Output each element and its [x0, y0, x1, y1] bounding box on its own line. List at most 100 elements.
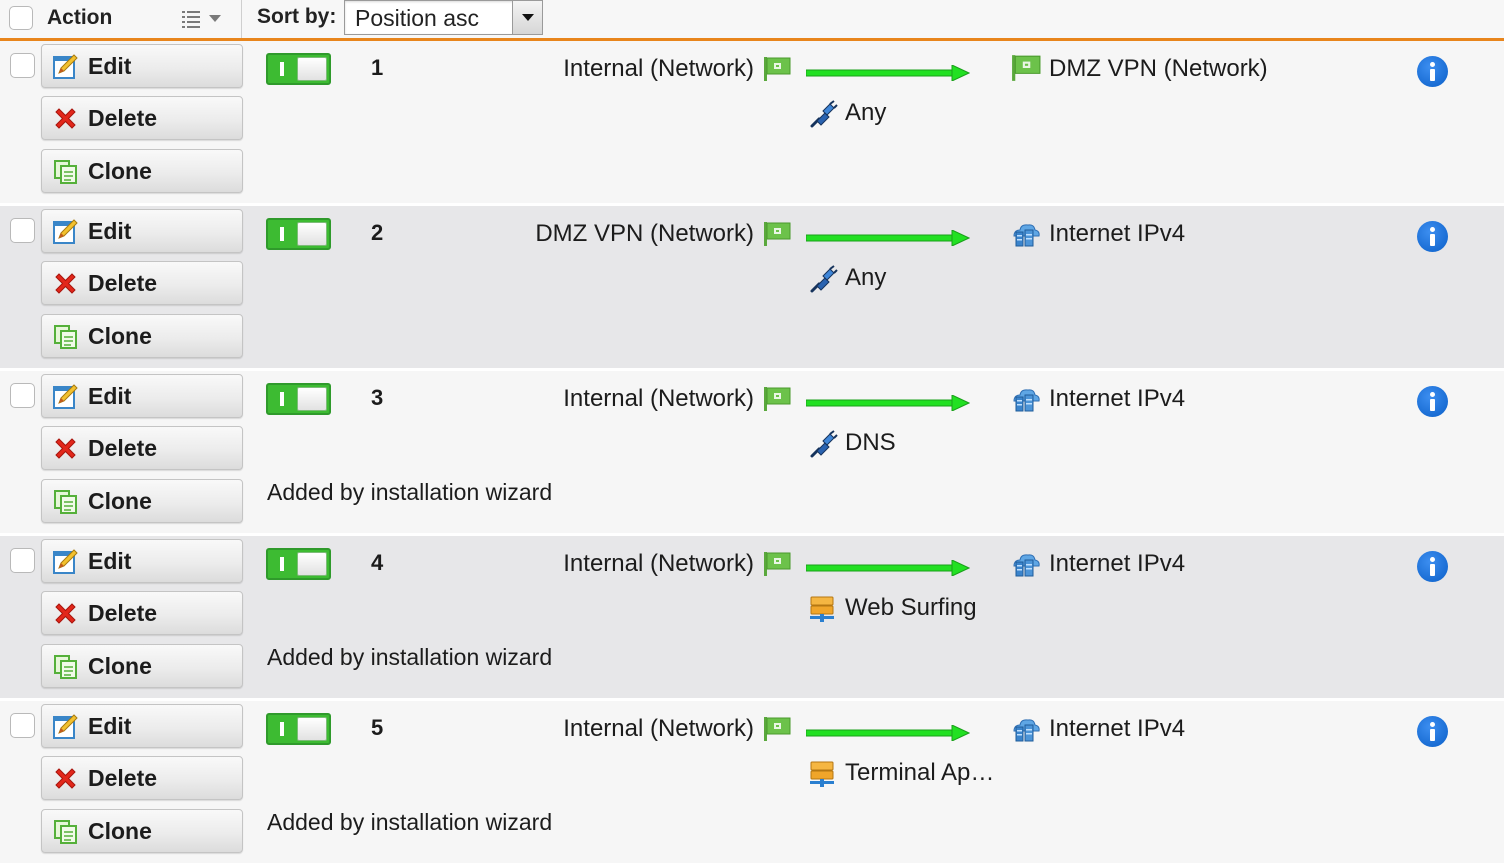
clone-button-label: Clone — [88, 818, 152, 844]
clone-icon — [52, 818, 79, 845]
toggle-knob — [297, 552, 327, 576]
service-plug-icon — [808, 429, 838, 459]
edit-button[interactable]: Edit — [41, 209, 243, 253]
edit-button[interactable]: Edit — [41, 374, 243, 418]
info-icon[interactable] — [1417, 386, 1448, 417]
direction-arrow-icon — [806, 560, 970, 576]
rule-service[interactable]: Web Surfing — [845, 594, 977, 621]
rule-destination[interactable]: DMZ VPN (Network) — [1049, 55, 1268, 82]
edit-button-label: Edit — [88, 53, 132, 79]
edit-icon — [52, 548, 79, 575]
edit-button-label: Edit — [88, 383, 132, 409]
edit-button-label: Edit — [88, 218, 132, 244]
edit-button[interactable]: Edit — [41, 704, 243, 748]
delete-button-label: Delete — [88, 765, 158, 791]
rule-comment: Added by installation wizard — [267, 479, 553, 505]
service-plug-icon — [808, 99, 838, 129]
rule-service[interactable]: DNS — [845, 429, 896, 456]
toggle-knob — [297, 222, 327, 246]
edit-icon — [52, 53, 79, 80]
clone-button[interactable]: Clone — [41, 809, 243, 853]
sort-select-value: Position asc — [355, 5, 480, 31]
toggle-knob — [297, 57, 327, 81]
select-all-checkbox[interactable] — [9, 6, 33, 30]
delete-button[interactable]: Delete — [41, 756, 243, 800]
info-icon[interactable] — [1417, 716, 1448, 747]
rule-enabled-toggle[interactable] — [266, 383, 331, 415]
row-divider — [0, 203, 1504, 206]
rule-enabled-toggle[interactable] — [266, 548, 331, 580]
rule-enabled-toggle[interactable] — [266, 53, 331, 85]
rule-select-checkbox[interactable] — [10, 53, 35, 78]
service-group-icon — [808, 594, 838, 624]
delete-button[interactable]: Delete — [41, 261, 243, 305]
internet-icon — [1011, 713, 1041, 743]
network-flag-icon — [763, 385, 791, 413]
clone-button[interactable]: Clone — [41, 644, 243, 688]
rule-row: Edit Delete Clone 1 Internal (Network) A… — [0, 41, 1504, 206]
rule-position: 5 — [371, 715, 384, 740]
clone-button[interactable]: Clone — [41, 149, 243, 193]
direction-arrow-icon — [806, 65, 970, 81]
rule-source[interactable]: Internal (Network) — [563, 385, 754, 412]
rule-enabled-toggle[interactable] — [266, 713, 331, 745]
rule-source[interactable]: Internal (Network) — [563, 550, 754, 577]
info-icon[interactable] — [1417, 551, 1448, 582]
rule-select-checkbox[interactable] — [10, 383, 35, 408]
clone-button-label: Clone — [88, 653, 152, 679]
delete-button[interactable]: Delete — [41, 591, 243, 635]
clone-icon — [52, 488, 79, 515]
list-options-icon[interactable] — [182, 10, 224, 28]
direction-arrow-icon — [806, 725, 970, 741]
direction-arrow-icon — [806, 230, 970, 246]
delete-button[interactable]: Delete — [41, 426, 243, 470]
edit-button-label: Edit — [88, 548, 132, 574]
edit-button[interactable]: Edit — [41, 44, 243, 88]
rule-comment: Added by installation wizard — [267, 809, 553, 835]
info-icon[interactable] — [1417, 56, 1448, 87]
delete-button-label: Delete — [88, 435, 158, 461]
internet-icon — [1011, 548, 1041, 578]
rule-destination[interactable]: Internet IPv4 — [1049, 715, 1186, 742]
action-column-label: Action — [47, 6, 113, 29]
toggle-on-mark — [280, 62, 284, 76]
edit-button-label: Edit — [88, 713, 132, 739]
internet-icon — [1011, 218, 1041, 248]
row-divider — [0, 698, 1504, 701]
rule-destination[interactable]: Internet IPv4 — [1049, 550, 1186, 577]
clone-button-label: Clone — [88, 323, 152, 349]
rule-position: 4 — [371, 550, 384, 575]
rule-service[interactable]: Terminal Ap… — [845, 759, 995, 786]
clone-button[interactable]: Clone — [41, 479, 243, 523]
service-plug-icon — [808, 264, 838, 294]
info-icon[interactable] — [1417, 221, 1448, 252]
delete-button[interactable]: Delete — [41, 96, 243, 140]
clone-icon — [52, 158, 79, 185]
edit-button[interactable]: Edit — [41, 539, 243, 583]
toggle-on-mark — [280, 227, 284, 241]
delete-button-label: Delete — [88, 105, 158, 131]
row-divider — [0, 533, 1504, 536]
rule-select-checkbox[interactable] — [10, 548, 35, 573]
rule-service[interactable]: Any — [845, 99, 887, 126]
rule-destination[interactable]: Internet IPv4 — [1049, 385, 1186, 412]
toggle-knob — [297, 387, 327, 411]
rule-comment: Added by installation wizard — [267, 644, 553, 670]
service-group-icon — [808, 759, 838, 789]
rule-row: Edit Delete Clone 3 Internal (Network) D… — [0, 371, 1504, 536]
rule-enabled-toggle[interactable] — [266, 218, 331, 250]
rule-source[interactable]: DMZ VPN (Network) — [535, 220, 754, 247]
rule-source[interactable]: Internal (Network) — [563, 55, 754, 82]
rule-select-checkbox[interactable] — [10, 713, 35, 738]
delete-icon — [52, 600, 79, 627]
sort-select[interactable]: Position asc — [344, 0, 543, 35]
clone-button-label: Clone — [88, 488, 152, 514]
clone-button[interactable]: Clone — [41, 314, 243, 358]
delete-button-label: Delete — [88, 600, 158, 626]
rule-destination[interactable]: Internet IPv4 — [1049, 220, 1186, 247]
rule-select-checkbox[interactable] — [10, 218, 35, 243]
rule-source[interactable]: Internal (Network) — [563, 715, 754, 742]
rule-service[interactable]: Any — [845, 264, 887, 291]
delete-icon — [52, 270, 79, 297]
chevron-down-icon[interactable] — [512, 1, 542, 34]
